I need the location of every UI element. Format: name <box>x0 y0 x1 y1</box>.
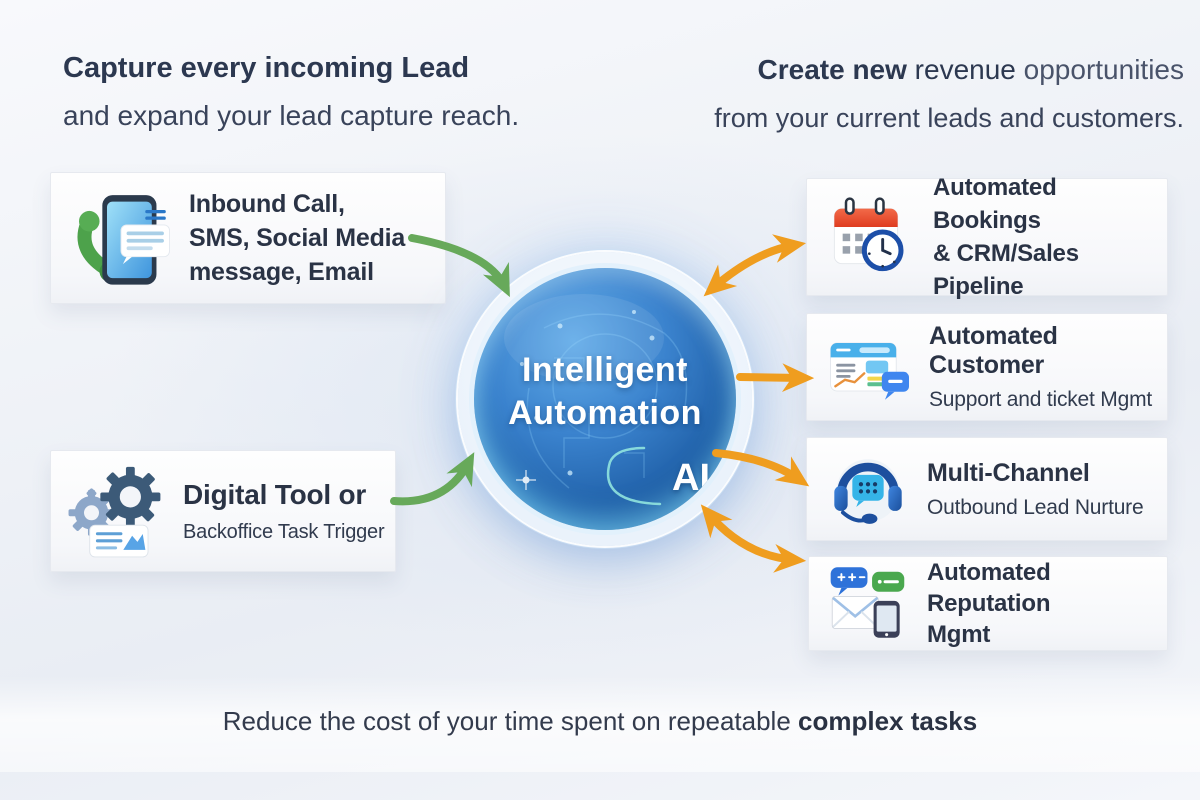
result-support-line1: Automated Customer <box>929 322 1058 379</box>
intelligent-automation-hub: Intelligent Automation AI <box>458 252 752 546</box>
heading-revenue-line1: Create new revenue opportunities <box>757 54 1185 85</box>
hub-title-line2: Automation <box>508 394 702 432</box>
footer-band <box>0 676 1200 772</box>
review-bubbles-email-phone-icon <box>823 558 915 650</box>
source-inbound-line3: message, Email <box>189 258 374 286</box>
result-bookings-text: Automated Bookings & CRM/Sales Pipeline <box>933 171 1157 303</box>
calendar-clock-icon <box>821 187 921 287</box>
source-box-digital-trigger: Digital Tool or Backoffice Task Trigger <box>50 450 396 572</box>
green-arrow-trigger-to-hub <box>390 452 475 506</box>
result-support-line2: Support and ticket Mgmt <box>929 388 1153 411</box>
source-inbound-line2: SMS, Social Media <box>189 224 406 252</box>
result-box-support: Automated Customer Support and ticket Mg… <box>806 313 1168 421</box>
ai-badge-arc <box>606 446 662 506</box>
result-box-reputation: Automated Reputation Mgmt <box>808 556 1168 651</box>
result-reputation-line2: Mgmt <box>927 621 991 648</box>
result-box-multichannel: Multi-Channel Outbound Lead Nurture <box>806 437 1168 541</box>
result-box-bookings: Automated Bookings & CRM/Sales Pipeline <box>806 174 1168 300</box>
source-box-inbound-channels: Inbound Call, SMS, Social Media message,… <box>50 172 446 304</box>
dashboard-chat-icon <box>821 319 917 415</box>
headset-icon <box>821 442 915 536</box>
heading-create-revenue: Create new revenue opportunities from yo… <box>714 46 1184 142</box>
result-multichannel-line2: Outbound Lead Nurture <box>927 495 1144 519</box>
source-box-inbound-text: Inbound Call, SMS, Social Media message,… <box>189 187 405 289</box>
result-reputation-text: Automated Reputation Mgmt <box>927 557 1157 650</box>
source-digital-line2: Backoffice Task Trigger <box>183 520 385 543</box>
source-inbound-line1: Inbound Call, <box>189 190 345 218</box>
source-digital-line1: Digital Tool or <box>183 478 367 510</box>
gears-task-icon <box>65 458 171 564</box>
phone-chat-icon <box>65 182 177 294</box>
heading-capture-leads: Capture every incoming Lead and expand y… <box>63 44 519 140</box>
result-support-text: Automated Customer Support and ticket Mg… <box>929 322 1157 412</box>
source-box-digital-text: Digital Tool or Backoffice Task Trigger <box>183 478 385 544</box>
heading-capture-line2: and expand your lead capture reach. <box>63 100 520 131</box>
result-bookings-line1: Automated Bookings <box>933 174 1057 234</box>
result-reputation-line1: Automated Reputation <box>927 559 1051 617</box>
circuit-brain-decoration <box>504 294 688 490</box>
hub-circle: Intelligent Automation AI <box>474 268 736 530</box>
result-bookings-line2: & CRM/Sales Pipeline <box>933 240 1079 300</box>
hub-title-line1: Intelligent <box>521 351 689 389</box>
heading-capture-line1: Capture every incoming Lead <box>63 52 470 84</box>
result-multichannel-text: Multi-Channel Outbound Lead Nurture <box>927 458 1144 520</box>
footer-message: Reduce the cost of your time spent on re… <box>222 706 978 736</box>
result-multichannel-line1: Multi-Channel <box>927 458 1090 487</box>
heading-revenue-line2: from your current leads and customers. <box>714 103 1184 133</box>
hub-title: Intelligent Automation <box>508 349 702 435</box>
ai-badge: AI <box>672 457 710 499</box>
